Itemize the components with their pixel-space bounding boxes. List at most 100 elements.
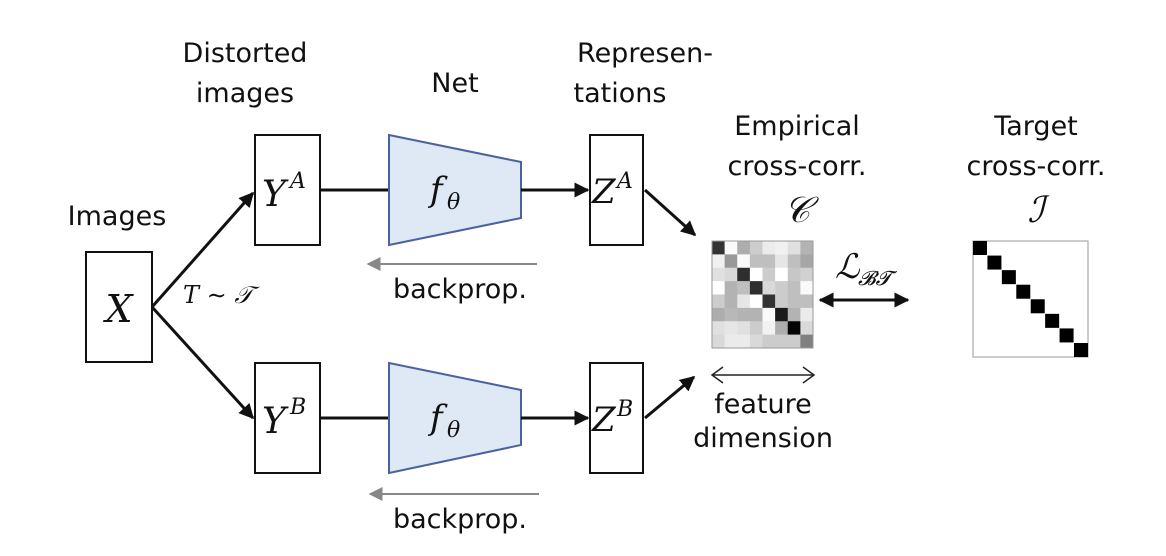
matrix-cell [787,267,801,282]
c-symbol: 𝒞 [784,190,820,231]
ya-sup: A [288,169,306,194]
identity-diagonal-cell [1001,270,1016,285]
matrix-cell [737,307,751,322]
yb-sup: B [289,395,306,420]
label-representations-line2: tations [574,78,667,109]
matrix-cell [800,294,814,309]
matrix-cell [749,307,763,322]
label-distorted-line1: Distorted [183,38,308,69]
yb-box [254,362,321,474]
matrix-cell [775,267,789,282]
matrix-cell [749,321,763,335]
loss-symbol: ℒ [835,247,861,287]
matrix-cell [749,294,763,309]
matrix-cell [712,307,725,322]
matrix-cell [712,281,725,295]
loss-subscript: 𝓑𝓣 [858,266,898,290]
feature-label-line2: dimension [693,423,833,454]
matrix-cell [762,294,776,309]
matrix-cell [787,241,801,255]
matrix-cell [724,254,738,269]
matrix-cell [775,307,789,322]
matrix-cell [724,267,738,282]
matrix-cell [787,281,801,295]
matrix-cell [712,241,725,255]
matrix-cell [712,334,725,349]
identity-diagonal-cell [1074,343,1088,357]
network-a-encoder [388,133,522,247]
arrow-zb-to-c [644,375,696,420]
matrix-cell [800,254,814,269]
matrix-cell [712,321,725,335]
matrix-cell [737,294,751,309]
arrow-x-to-ya [150,191,255,308]
net-b-theta: θ [447,418,460,443]
identity-diagonal-cell [973,241,987,255]
matrix-cell [775,281,789,295]
matrix-cell [724,307,738,322]
matrix-cell [737,321,751,335]
matrix-cell [800,241,814,255]
zb-box [589,362,644,474]
matrix-cell [775,294,789,309]
matrix-cell [762,254,776,269]
matrix-cell [762,267,776,282]
ya-box [254,134,321,246]
matrix-cell [762,281,776,295]
matrix-cell [762,334,776,349]
matrix-cell [775,254,789,269]
zb-base: Z [591,400,617,440]
feature-dimension-arrow [710,366,816,384]
yb-base: Y [262,401,289,442]
identity-diagonal-cell [987,255,1002,270]
identity-diagonal-cell [1059,328,1074,343]
backprop-label-bottom: backprop. [393,504,527,535]
matrix-cell [737,281,751,295]
matrix-cell [762,307,776,322]
network-b-encoder [388,361,522,475]
images-box [85,251,153,363]
matrix-cell [762,321,776,335]
backprop-label-top: backprop. [393,274,527,305]
identity-diagonal-cell [1045,313,1060,328]
x-symbol: X [102,287,134,331]
matrix-cell [775,241,789,255]
matrix-cell [724,321,738,335]
matrix-cell [800,281,814,295]
label-empirical-line2: cross-corr. [728,151,867,182]
empirical-cross-correlation-matrix [712,241,814,349]
ya-base: Y [262,174,289,215]
matrix-cell [787,294,801,309]
matrix-cell [724,241,738,255]
matrix-cell [749,254,763,269]
matrix-cell [712,267,725,282]
matrix-cell [800,321,814,335]
matrix-cell [800,307,814,322]
label-net: Net [431,68,478,99]
arrow-za-to-c [643,188,697,237]
matrix-cell [800,334,814,349]
matrix-cell [724,294,738,309]
za-box [589,134,644,246]
identity-diagonal-cell [1016,284,1031,299]
net-a-theta: θ [447,190,460,215]
matrix-cell [787,307,801,322]
matrix-cell [737,334,751,349]
label-images: Images [68,201,167,232]
label-empirical-line1: Empirical [734,111,860,142]
matrix-cell [712,294,725,309]
matrix-cell [712,254,725,269]
label-target-line1: Target [993,111,1078,142]
matrix-cell [749,241,763,255]
matrix-cell [737,241,751,255]
matrix-cell [724,334,738,349]
matrix-cell [787,254,801,269]
label-representations-line1: Represen- [577,38,713,69]
label-distorted-line2: images [196,78,294,109]
i-symbol: ℐ [1028,190,1051,231]
feature-label-line1: feature [714,389,811,420]
matrix-cell [762,241,776,255]
matrix-cell [737,267,751,282]
label-target-line2: cross-corr. [967,151,1106,182]
